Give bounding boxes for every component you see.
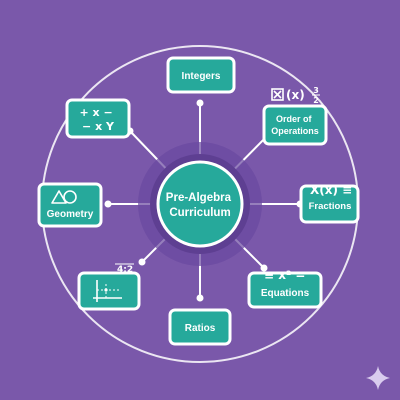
connector-dot-ratios — [196, 294, 204, 302]
node-order-label-line-2: Operations — [271, 126, 319, 136]
node-arithmetic[interactable]: + x − − x Y — [65, 98, 131, 139]
node-order-of-operations[interactable]: (x) 3 2 Order of Operations — [262, 86, 328, 146]
node-ratios[interactable]: Ratios — [168, 308, 232, 346]
svg-text:Order of Operations: Order of Operations — [271, 114, 319, 136]
fraction-numerator: 3 — [313, 86, 319, 95]
boxed-x-icon — [271, 88, 284, 101]
connector-dot-equations — [260, 264, 268, 272]
arithmetic-glyph-line-1: + x − — [79, 106, 112, 119]
connector-dot-geometry — [104, 200, 112, 208]
node-integers[interactable]: Integers — [166, 56, 236, 94]
triangle-circle-icon — [51, 190, 77, 204]
connector-dot-graphing — [138, 258, 146, 266]
node-geometry-label: Geometry — [47, 209, 94, 220]
node-graphing[interactable]: 4:2 — [77, 263, 141, 311]
equations-glyph: ≡ x² = — [264, 268, 305, 282]
svg-text:Pre-Algebra Curriculum: Pre-Algebra Curriculum — [166, 192, 234, 219]
center-circle — [156, 160, 244, 248]
parenthesis-x-glyph: (x) — [286, 88, 305, 102]
ratio-glyph: 4:2 — [117, 265, 133, 275]
connector-dot-integers — [196, 99, 204, 107]
center-hub: Pre-Algebra Curriculum — [138, 142, 262, 266]
fraction-denominator: 2 — [313, 96, 319, 105]
svg-text:+ x − − x Y: + x − − x Y — [79, 106, 116, 133]
arithmetic-glyph-line-2: − x Y — [82, 120, 115, 133]
fractions-glyph: X(x) ≡ — [310, 183, 352, 197]
coordinate-graph-icon — [93, 280, 122, 302]
node-order-label-line-1: Order of — [276, 114, 313, 124]
node-geometry[interactable]: Geometry — [37, 182, 103, 228]
center-title-line-1: Pre-Algebra — [166, 192, 232, 204]
node-integers-label: Integers — [182, 71, 221, 82]
node-ratios-label: Ratios — [185, 323, 216, 334]
node-equations[interactable]: ≡ x² = Equations — [247, 268, 323, 309]
center-title-line-2: Curriculum — [169, 207, 230, 219]
node-equations-label: Equations — [261, 288, 310, 299]
node-fractions-label: Fractions — [309, 201, 352, 212]
sparkle-icon — [366, 366, 390, 390]
node-fractions[interactable]: X(x) ≡ Fractions — [299, 183, 360, 224]
